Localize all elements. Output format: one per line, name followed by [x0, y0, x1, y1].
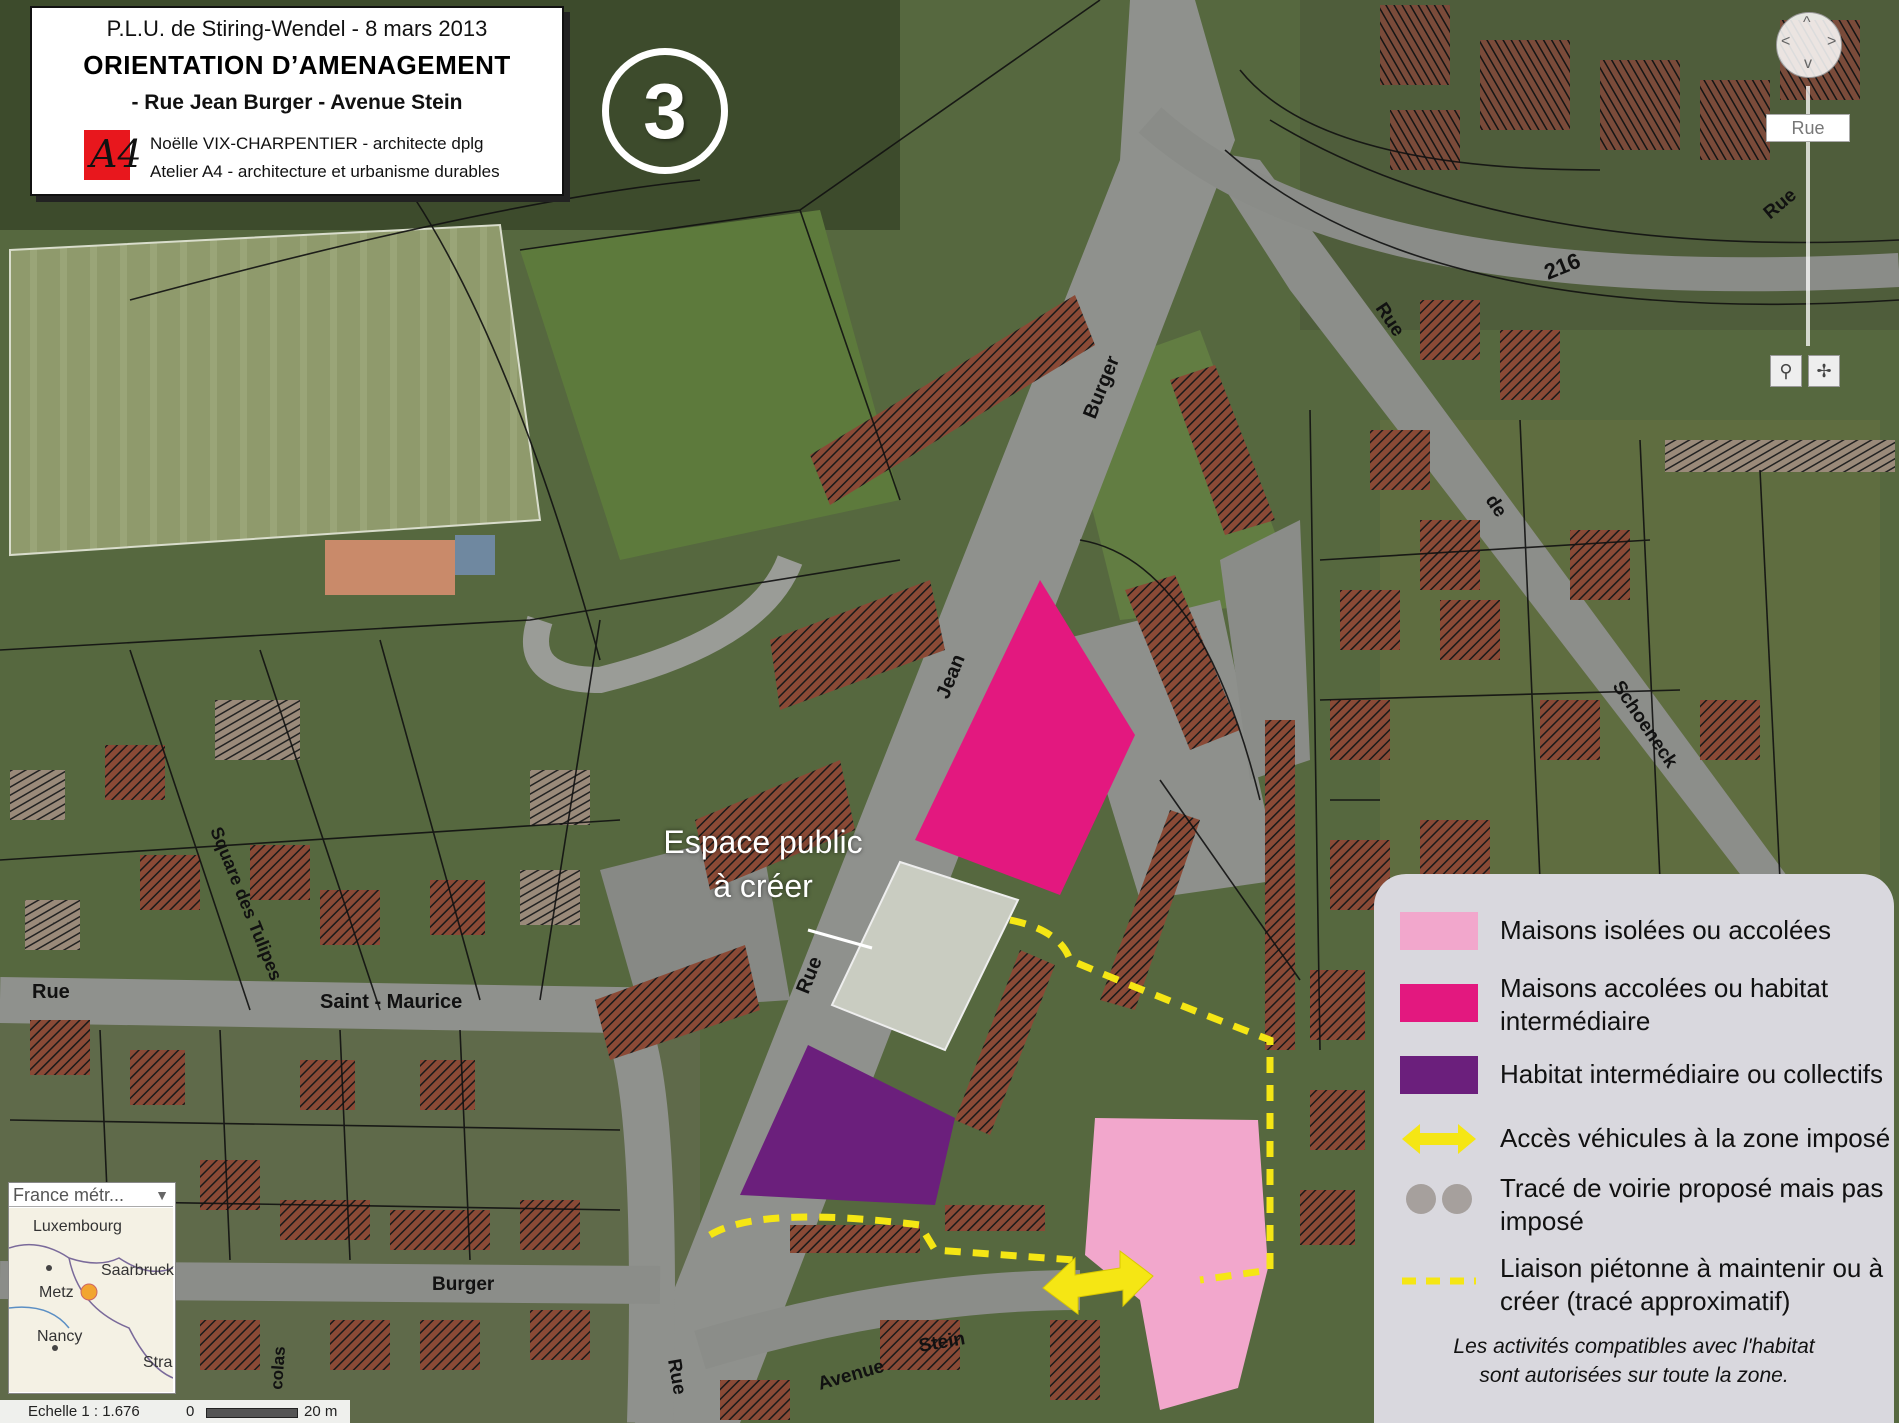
- pan-tool-icon[interactable]: ✢: [1808, 355, 1840, 387]
- sports-field: [9, 223, 542, 557]
- pan-north-icon[interactable]: ^: [1803, 14, 1811, 31]
- sector-number-badge: 3: [602, 48, 728, 174]
- zone-maisons-isolees[interactable]: [1085, 1118, 1268, 1410]
- espace-pointer-line: [807, 928, 873, 950]
- street-label-burger-bottom: Burger: [432, 1274, 495, 1295]
- building: [945, 1205, 1045, 1231]
- logo-text: A4: [90, 132, 142, 176]
- zone-maisons-accolees[interactable]: [915, 580, 1135, 895]
- building: [1125, 575, 1240, 750]
- atelier-a4-logo: A4: [84, 130, 142, 180]
- avenue-stein-road: [694, 1270, 1081, 1370]
- houses: [10, 5, 1860, 1420]
- scale-twenty: 20 m: [304, 1403, 338, 1420]
- region-select[interactable]: France métr... ▼: [9, 1183, 173, 1207]
- legend-label: Liaison piétonne à maintenir ou à créer …: [1500, 1252, 1883, 1318]
- sports-building: [455, 535, 495, 575]
- chevron-down-icon[interactable]: ▼: [155, 1187, 169, 1203]
- legend-label-line1: Liaison piétonne à maintenir ou à: [1500, 1253, 1884, 1283]
- espace-public-label: Espace public à créer: [658, 820, 868, 908]
- scale-bar-graphic: [206, 1408, 298, 1418]
- minimap-label-saarbrucken: Saarbruck: [101, 1262, 174, 1279]
- zoom-level-label[interactable]: Rue: [1766, 114, 1850, 142]
- scale-ratio: Echelle 1 : 1.676: [28, 1403, 140, 1420]
- legend-label: Accès véhicules à la zone imposé: [1500, 1123, 1891, 1153]
- cadastral-lines: [0, 0, 1899, 1261]
- minimap-map[interactable]: Luxembourg Metz Saarbruck Nancy Stra: [8, 1208, 174, 1392]
- pan-control[interactable]: ^ v < >: [1776, 12, 1842, 78]
- pan-east-icon[interactable]: >: [1827, 33, 1837, 50]
- lawn-area: [520, 210, 900, 560]
- building: [595, 945, 760, 1060]
- parking-lot: [1220, 520, 1310, 780]
- overview-minimap[interactable]: France métr... ▼ Luxembourg Metz Saarbru…: [8, 1182, 176, 1394]
- street-label-colas: colas: [267, 1346, 289, 1391]
- plu-date: P.L.U. de Stiring-Wendel - 8 mars 2013: [106, 16, 488, 41]
- legend-label-line2: imposé: [1500, 1206, 1584, 1236]
- legend-label: Maisons isolées ou accolées: [1500, 915, 1831, 945]
- swatch-magenta: [1400, 984, 1478, 1022]
- scale-bar: Echelle 1 : 1.676 0 20 m: [0, 1400, 350, 1423]
- scale-zero: 0: [186, 1403, 195, 1420]
- route-216: [1138, 107, 1899, 292]
- building: [770, 580, 945, 710]
- building: [1665, 440, 1895, 472]
- building: [1100, 810, 1200, 1010]
- minimap-borders: [8, 1243, 174, 1379]
- pedestrian-link: [708, 916, 1274, 1284]
- pan-south-icon[interactable]: v: [1804, 55, 1812, 72]
- vehicle-access-arrow: [1042, 1249, 1154, 1315]
- rue-jean-burger-road: [635, 0, 1235, 1423]
- minimap-label-luxembourg: Luxembourg: [33, 1218, 122, 1235]
- zoom-slider[interactable]: [1806, 86, 1810, 346]
- street-label-saint-maurice: Saint - Maurice: [320, 991, 462, 1013]
- legend-label-line2: intermédiaire: [1500, 1006, 1651, 1036]
- legend-panel: Maisons isolées ou accolées Maisons acco…: [1374, 874, 1894, 1423]
- credits: Noëlle VIX-CHARPENTIER - architecte dplg…: [150, 130, 500, 186]
- minimap-label-nancy: Nancy: [37, 1328, 83, 1345]
- page-subtitle: - Rue Jean Burger - Avenue Stein: [131, 91, 463, 114]
- legend-label: Maisons accolées ou habitat intermédiair…: [1500, 972, 1828, 1038]
- legend-note: Les activités compatibles avec l'habitat…: [1374, 1332, 1894, 1390]
- curved-path: [523, 554, 803, 694]
- region-select-value: France métr...: [13, 1185, 125, 1205]
- zone-espace-public[interactable]: [830, 860, 1020, 1052]
- pan-west-icon[interactable]: <: [1781, 33, 1791, 50]
- legend-label-line1: Tracé de voirie proposé mais pas: [1500, 1173, 1884, 1203]
- credit-atelier: Atelier A4 - architecture et urbanisme d…: [150, 162, 500, 181]
- building: [1170, 365, 1275, 535]
- sports-building: [325, 540, 455, 595]
- espace-line2: à créer: [713, 868, 813, 904]
- espace-line1: Espace public: [663, 824, 863, 860]
- zone-habitat-collectifs[interactable]: [740, 1045, 955, 1205]
- magnifier-icon[interactable]: ⚲: [1770, 355, 1802, 387]
- building: [1265, 720, 1295, 1050]
- minimap-label-strasbourg: Stra: [143, 1354, 173, 1371]
- legend-label-line2: créer (tracé approximatif): [1500, 1286, 1791, 1316]
- grey-dots-icon: [1406, 1184, 1472, 1214]
- swatch-light-pink: [1400, 912, 1478, 950]
- credit-architect: Noëlle VIX-CHARPENTIER - architecte dplg: [150, 134, 484, 153]
- legend-note-line2: sont autorisées sur toute la zone.: [1479, 1364, 1789, 1387]
- minimap-label-metz: Metz: [39, 1284, 74, 1301]
- legend-label: Habitat intermédiaire ou collectifs: [1500, 1059, 1883, 1089]
- building: [790, 1225, 920, 1253]
- rue-de-schoeneck-road: [1200, 150, 1790, 900]
- title-box: P.L.U. de Stiring-Wendel - 8 mars 2013 O…: [30, 6, 564, 196]
- legend-note-line1: Les activités compatibles avec l'habitat: [1453, 1335, 1815, 1358]
- street-label-rue-left: Rue: [32, 981, 70, 1003]
- legend-label: Tracé de voirie proposé mais pas imposé: [1500, 1172, 1883, 1238]
- building: [955, 950, 1055, 1135]
- building: [695, 760, 855, 890]
- page-title: ORIENTATION D’AMENAGEMENT: [83, 50, 511, 80]
- parking-lot: [1060, 600, 1280, 900]
- building: [810, 295, 1095, 505]
- swatch-purple: [1400, 1056, 1478, 1094]
- legend-label-line1: Maisons accolées ou habitat: [1500, 973, 1829, 1003]
- dashed-line-icon: [1402, 1277, 1476, 1285]
- double-arrow-icon: [1402, 1124, 1476, 1154]
